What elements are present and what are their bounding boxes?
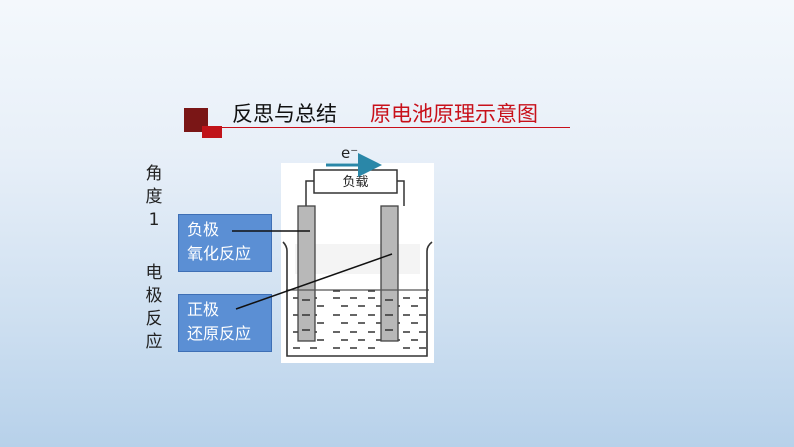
galvanic-cell-svg: 负载 [282,169,433,357]
electron-label: e⁻ [341,144,359,162]
negative-electrode-label: 负极 [187,220,220,239]
diagram-title: 原电池原理示意图 [370,102,538,126]
section-heading: 反思与总结 [232,102,337,126]
electrolyte-top-fill [295,244,420,274]
positive-electrode [380,205,399,342]
galvanic-cell-diagram: 负载 [281,163,434,363]
reduction-label: 还原反应 [187,324,252,343]
electrode-dashes [302,299,393,331]
load-label: 负载 [342,175,368,190]
title-underline [216,127,570,128]
reaction-label-char: 极 [145,286,163,306]
wire-left [305,180,314,206]
angle-label: 角 度 1 [144,163,164,232]
oxidation-label: 氧化反应 [187,244,252,263]
electrode-reaction-label: 电 极 反 应 [144,262,164,354]
reaction-label-char: 反 [145,309,163,329]
angle-label-char: 1 [148,210,160,230]
title-bar: 反思与总结 原电池原理示意图 [184,96,570,138]
angle-label-char: 度 [145,187,163,207]
positive-electrode-box: 正极 还原反应 [178,294,272,352]
positive-electrode-label: 正极 [187,300,220,319]
positive-pointer-line [235,253,393,310]
beaker [282,241,433,357]
angle-label-char: 角 [145,164,163,184]
negative-electrode [297,205,316,342]
reaction-label-char: 应 [145,332,163,352]
wire-right [397,180,405,206]
negative-electrode-box: 负极 氧化反应 [178,214,272,272]
reaction-label-char: 电 [145,263,163,283]
title-decor-accent [202,126,222,138]
